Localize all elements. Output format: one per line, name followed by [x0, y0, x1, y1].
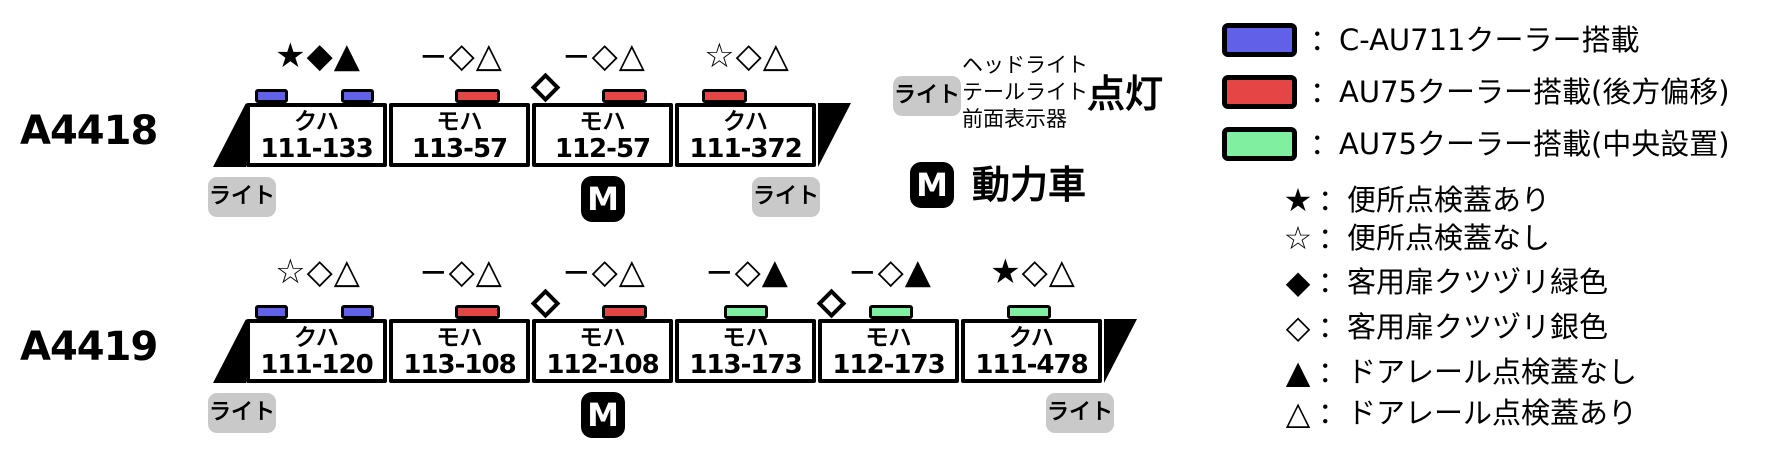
cooler-c-au711-icon: [341, 89, 374, 103]
legend-symbol-diamond-open-icon: ◇: [1285, 308, 1311, 346]
cab-nose-left-icon: [213, 103, 246, 167]
set-label: A4418: [20, 108, 158, 154]
light-line: テールライト: [962, 80, 1088, 104]
motor-badge: M: [581, 176, 625, 222]
roof-symbols: −◇△: [562, 252, 646, 292]
cab-nose-right-icon: [1104, 319, 1137, 383]
cooler-au75-rear-icon: [702, 89, 747, 103]
car-box: モハ 112-108: [532, 319, 673, 383]
car-number-label: 113-173: [689, 350, 802, 380]
car-type-label: モハ: [436, 325, 483, 351]
light-badge: ライト: [1046, 393, 1114, 433]
car-type-label: クハ: [1009, 325, 1054, 351]
motor-badge: M: [581, 392, 625, 438]
car-type-label: モハ: [865, 325, 912, 351]
motor-car-label: 動力車: [972, 163, 1087, 207]
cooler-c-au711-icon: [255, 89, 288, 103]
legend-label: ：ドアレール点検蓋あり: [1318, 396, 1638, 430]
car-type-label: モハ: [579, 325, 626, 351]
roof-symbols: ★◇△: [990, 252, 1076, 292]
light-line: 前面表示器: [962, 107, 1067, 131]
roof-symbols: −◇▲: [848, 252, 932, 292]
cooler-au75-rear-icon: [602, 305, 647, 319]
light-badge: ライト: [208, 177, 276, 217]
car-box: モハ 112-173: [818, 319, 959, 383]
car-number-label: 111-478: [975, 350, 1088, 380]
car-type-label: クハ: [294, 109, 339, 135]
light-badge: ライト: [752, 177, 820, 217]
car-type-label: モハ: [579, 109, 626, 135]
car-box: モハ 113-108: [389, 319, 530, 383]
car-number-label: 113-108: [403, 350, 516, 380]
legend-label: ：便所点検蓋あり: [1318, 183, 1551, 217]
pantograph-icon: [530, 288, 561, 319]
cooler-au75-center-icon: [1007, 305, 1051, 319]
car-number-label: 112-108: [546, 350, 659, 380]
cooler-c-au711-icon: [341, 305, 374, 319]
car-box: モハ 113-57: [389, 103, 530, 167]
car-box: クハ 111-478: [961, 319, 1102, 383]
car-box: モハ 113-173: [675, 319, 816, 383]
car-number-label: 111-133: [260, 134, 373, 164]
legend-symbol-star-filled-icon: ★: [1283, 181, 1313, 219]
legend-label: ：AU75クーラー搭載(後方偏移): [1310, 75, 1730, 109]
legend-swatch-green: [1222, 127, 1297, 161]
light-explanation: ヘッドライト テールライト 前面表示器: [962, 52, 1088, 133]
roof-symbols: ★◆▲: [275, 36, 361, 76]
legend-label: ：便所点検蓋なし: [1318, 221, 1551, 255]
car-type-label: クハ: [294, 325, 339, 351]
roof-symbols: ☆◇△: [704, 36, 790, 76]
car-number-label: 111-120: [260, 350, 373, 380]
car-box: モハ 112-57: [532, 103, 673, 167]
cooler-au75-center-icon: [724, 305, 768, 319]
legend-swatch-red: [1222, 75, 1297, 109]
cooler-au75-rear-icon: [455, 305, 500, 319]
car-number-label: 112-57: [554, 134, 651, 164]
roof-symbols: ☆◇△: [275, 252, 361, 292]
roof-symbols: −◇△: [419, 252, 503, 292]
cab-nose-left-icon: [213, 319, 246, 383]
car-number-label: 111-372: [689, 134, 802, 164]
legend-label: ：C-AU711クーラー搭載: [1310, 23, 1640, 57]
legend-label: ：AU75クーラー搭載(中央設置): [1310, 127, 1730, 161]
car-number-label: 112-173: [832, 350, 945, 380]
car-type-label: モハ: [436, 109, 483, 135]
legend-label: ：客用扉クツヅリ銀色: [1318, 310, 1609, 344]
set-label: A4419: [20, 324, 158, 370]
light-badge: ライト: [893, 76, 961, 116]
light-suffix-label: 点灯: [1087, 72, 1164, 116]
roof-symbols: −◇△: [419, 36, 503, 76]
legend-symbol-triangle-filled-icon: ▲: [1285, 353, 1311, 391]
car-box: クハ 111-120: [246, 319, 387, 383]
cooler-au75-rear-icon: [455, 89, 500, 103]
legend-label: ：客用扉クツヅリ緑色: [1318, 265, 1609, 299]
motor-badge: M: [910, 162, 954, 208]
pantograph-icon: [816, 288, 847, 319]
cooler-au75-center-icon: [869, 305, 913, 319]
car-type-label: クハ: [723, 109, 768, 135]
car-box: クハ 111-372: [675, 103, 816, 167]
legend-swatch-blue: [1222, 23, 1297, 57]
cooler-c-au711-icon: [255, 305, 288, 319]
car-box: クハ 111-133: [246, 103, 387, 167]
car-number-label: 113-57: [411, 134, 508, 164]
roof-symbols: −◇△: [562, 36, 646, 76]
cooler-au75-rear-icon: [602, 89, 647, 103]
legend-symbol-star-open-icon: ☆: [1283, 219, 1313, 257]
legend-symbol-triangle-open-icon: △: [1285, 394, 1311, 432]
legend-label: ：ドアレール点検蓋なし: [1318, 355, 1638, 389]
light-badge: ライト: [208, 393, 276, 433]
light-line: ヘッドライト: [962, 53, 1088, 77]
legend-symbol-diamond-filled-icon: ◆: [1285, 263, 1311, 301]
cab-nose-right-icon: [818, 103, 851, 167]
roof-symbols: −◇▲: [705, 252, 789, 292]
pantograph-icon: [530, 72, 561, 103]
car-type-label: モハ: [722, 325, 769, 351]
